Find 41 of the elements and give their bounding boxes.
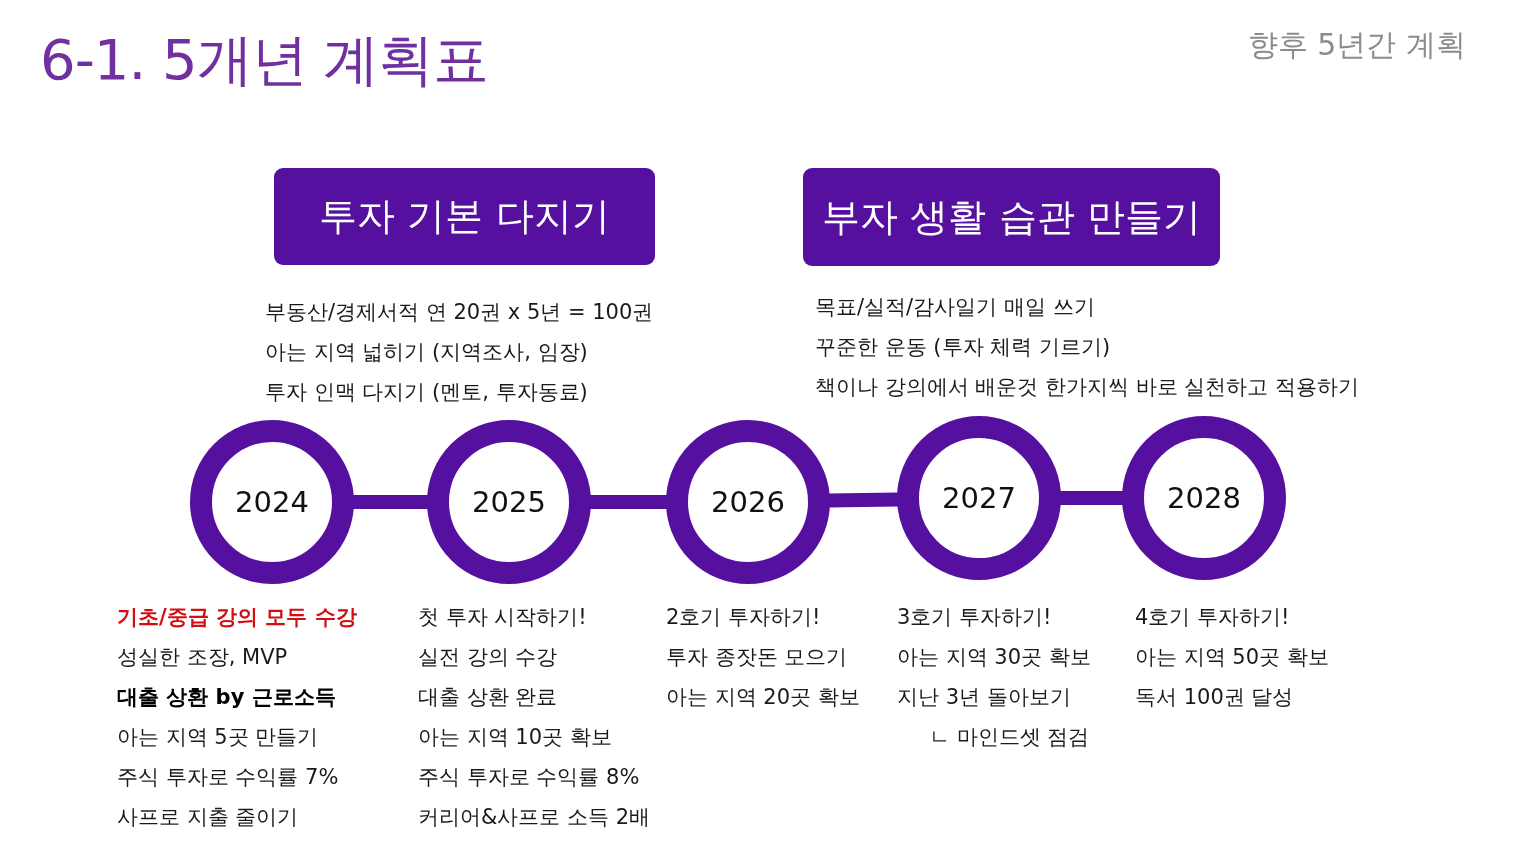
year-label: 2024 [235,484,309,520]
plan-item: 아는 지역 5곳 만들기 [117,724,319,751]
plan-item: 부동산/경제서적 연 20권 x 5년 = 100권 [265,299,654,326]
plan-item: 아는 지역 10곳 확보 [418,724,612,751]
plan-item: 4호기 투자하기! [1135,604,1290,631]
plan-item: 커리어&사프로 소득 2배 [418,804,651,831]
plan-item: 실전 강의 수강 [418,644,558,671]
plan-item: 사프로 지출 줄이기 [117,804,299,831]
plan-item: 아는 지역 넓히기 (지역조사, 임장) [265,339,588,366]
plan-item: 아는 지역 30곳 확보 [897,644,1091,671]
timeline-connector [353,495,428,509]
plan-item: 투자 종잣돈 모으기 [666,644,848,671]
phase-header-box: 투자 기본 다지기 [274,168,655,265]
plan-item: 첫 투자 시작하기! [418,604,587,631]
timeline-connector [590,495,667,509]
plan-item: 아는 지역 20곳 확보 [666,684,860,711]
plan-item: 2호기 투자하기! [666,604,821,631]
plan-item: 아는 지역 50곳 확보 [1135,644,1329,671]
plan-item: 대출 상환 완료 [418,684,558,711]
year-label: 2025 [472,484,546,520]
subtitle: 향후 5년간 계획 [1247,26,1466,64]
page-title: 6-1. 5개년 계획표 [40,26,489,94]
plan-item: ㄴ 마인드셋 점검 [929,724,1090,751]
year-label: 2028 [1167,480,1241,516]
plan-item: 3호기 투자하기! [897,604,1052,631]
plan-item: 목표/실적/감사일기 매일 쓰기 [815,294,1095,321]
plan-item: 투자 인맥 다지기 (멘토, 투자동료) [265,379,588,406]
plan-item: 주식 투자로 수익률 8% [418,764,640,791]
plan-item: 책이나 강의에서 배운것 한가지씩 바로 실천하고 적용하기 [815,374,1360,401]
plan-item: 주식 투자로 수익률 7% [117,764,339,791]
timeline-connector [828,492,899,508]
plan-item: 꾸준한 운동 (투자 체력 기르기) [815,334,1111,361]
year-label: 2027 [942,480,1016,516]
plan-item: 기초/중급 강의 모두 수강 [117,604,357,631]
plan-item: 독서 100권 달성 [1135,684,1294,711]
timeline-connector [1060,491,1123,505]
plan-item: 지난 3년 돌아보기 [897,684,1071,711]
plan-item: 대출 상환 by 근로소득 [117,684,336,711]
plan-item: 성실한 조장, MVP [117,644,288,671]
year-label: 2026 [711,484,785,520]
phase-header-box: 부자 생활 습관 만들기 [803,168,1220,266]
